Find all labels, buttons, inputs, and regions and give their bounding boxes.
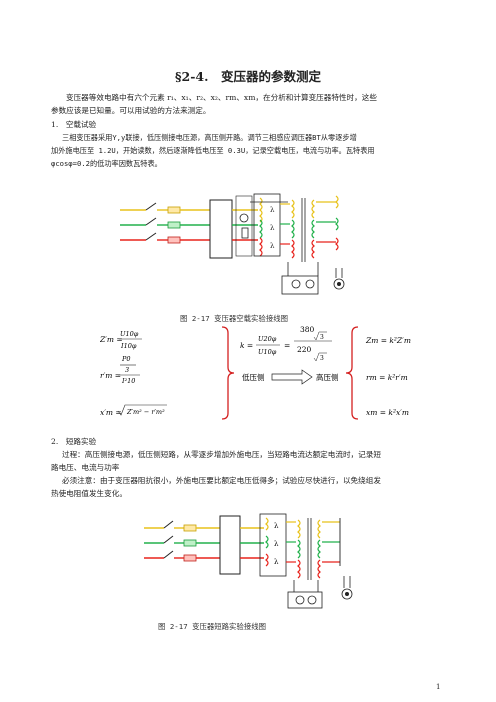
formula-three-a: 3: [125, 366, 129, 374]
formula-k-lhs: k =: [240, 341, 253, 350]
svg-text:λ: λ: [270, 242, 275, 250]
figure2-caption: 图 2-17 变压器短路实验接线图: [158, 622, 266, 631]
svg-text:λ: λ: [270, 224, 275, 232]
short-circuit-text-1: 过程：高压侧接电源，低压侧短路，从零逐步增加外施电压，当短路电流达额定电流时，记…: [62, 450, 381, 459]
subsection-heading-no-load: 1. 空载试验: [51, 120, 97, 129]
no-load-text-2: 加外施电压至 1.2U，开始读数，然后逐渐降低电压至 0.3U，记录空载电压，电…: [51, 146, 375, 155]
low-side-label: 低压侧: [242, 372, 265, 382]
formula-sqrt3-bottom: 3: [320, 355, 324, 362]
formula-u20: U20φ: [258, 335, 277, 343]
formula-xm-rhs: Z′m² − r′m²: [126, 408, 165, 416]
svg-text:λ: λ: [274, 540, 279, 548]
no-load-circuit-diagram: λ λ λ: [120, 193, 345, 295]
svg-text:=: =: [284, 341, 290, 350]
formula-xm-lhs: x′m =: [100, 408, 122, 417]
section-title: §2-4. 变压器的参数测定: [175, 69, 321, 84]
svg-text:λ: λ: [274, 558, 279, 566]
subsection-heading-short-circuit: 2. 短路实验: [51, 437, 97, 446]
short-circuit-diagram: λ λ λ: [144, 513, 353, 609]
short-circuit-text-2: 路电压、电流与功率: [51, 463, 120, 472]
intro-line-1: 变压器等效电路中有六个元素 r₁、x₁、r₂、x₂、rm、xm，在分析和计算变压…: [66, 93, 377, 102]
parameter-formulas: Z′m = U10φ I10φ r′m = P0 3 I²10 x′m = Z′…: [100, 325, 411, 420]
figure1-caption: 图 2-17 变压器空载实验接线图: [180, 314, 288, 323]
conversion-arrow: [271, 369, 313, 385]
svg-text:λ: λ: [270, 206, 275, 214]
right-brace: [345, 326, 359, 420]
formula-380: 380: [300, 325, 315, 334]
formula-u10-k: U10φ: [258, 348, 277, 356]
no-load-text-1: 三相变压器采用Y,y联接，低压侧接电压源，高压侧开路。调节三相感应调压器BT从零…: [62, 133, 357, 142]
formula-rm-lhs: r′m =: [100, 371, 121, 380]
formula-zm-lhs: Z′m =: [100, 335, 123, 344]
svg-text:λ: λ: [274, 522, 279, 530]
formula-xm-conv: xm = k²x′m: [366, 408, 409, 417]
intro-line-2: 参数应该是已知量。可以用试验的方法来测定。: [51, 106, 211, 115]
short-circuit-text-3: 必须注意：由于变压器阻抗很小，外施电压要比额定电压低得多；试验应尽快进行，以免绕…: [62, 476, 381, 485]
formula-u10: U10φ: [120, 330, 139, 338]
page-number: 1: [436, 683, 441, 691]
formula-zm-conv: Zm = k²Z′m: [365, 336, 411, 345]
formula-i10: I10φ: [120, 342, 137, 350]
formula-i10sq: I²10: [121, 377, 135, 385]
formula-p0: P0: [121, 355, 131, 363]
formula-220: 220: [297, 345, 312, 354]
no-load-text-3: φcosφ=0.2的低功率因数瓦特表。: [51, 159, 162, 168]
regulator-box: [209, 199, 233, 259]
left-brace: [221, 326, 235, 420]
short-circuit-text-4: 热使电阻值发生变化。: [51, 489, 127, 498]
formula-sqrt3-top: 3: [320, 334, 324, 341]
high-side-label: 高压侧: [316, 372, 339, 382]
formula-rm-conv: rm = k²r′m: [366, 373, 408, 382]
